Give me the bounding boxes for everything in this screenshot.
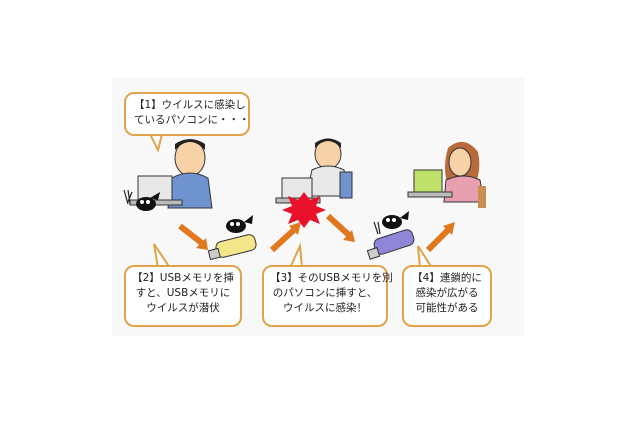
step-2-line-2: すと、USBメモリに xyxy=(135,287,231,299)
virus-bug-icon xyxy=(123,189,160,211)
step-4-line-3: 可能性がある xyxy=(415,302,479,314)
step-2-line-1: 【2】USBメモリを挿 xyxy=(132,272,234,284)
flow-arrow-icon xyxy=(178,223,208,250)
laptop-icon xyxy=(413,169,443,193)
step-1-line-2: ているパソコンに・・・ xyxy=(134,114,250,126)
step-3-line-1: 【3】そのUSBメモリを別 xyxy=(270,272,393,284)
person-2 xyxy=(275,138,353,204)
step-2-bubble: 【2】USBメモリを挿 すと、USBメモリに ウイルスが潜伏 xyxy=(124,265,242,327)
flow-arrow-icon xyxy=(425,222,455,253)
step-3-bubble: 【3】そのUSBメモリを別 のパソコンに挿すと、 ウイルスに感染！ xyxy=(262,265,393,327)
step-3-line-3: ウイルスに感染！ xyxy=(283,302,367,314)
step-3-line-2: のパソコンに挿すと、 xyxy=(272,287,378,299)
step-1-bubble: 【1】ウイルスに感染し ているパソコンに・・・ xyxy=(124,92,250,136)
step-4-line-2: 感染が広がる xyxy=(415,287,479,299)
step-2-line-3: ウイルスが潜伏 xyxy=(146,302,220,314)
usb-drive-icon xyxy=(207,215,257,261)
bubble-1-tail xyxy=(148,133,164,153)
laptop-icon xyxy=(281,177,313,199)
step-4-bubble: 【4】連鎖的に 感染が広がる 可能性がある xyxy=(402,265,492,327)
step-1-line-1: 【1】ウイルスに感染し xyxy=(134,99,246,111)
person-3 xyxy=(407,141,486,208)
alert-burst-icon xyxy=(282,192,326,228)
flow-arrow-icon xyxy=(269,222,301,253)
usb-drive-icon xyxy=(366,211,415,260)
flow-arrow-icon xyxy=(325,213,355,242)
step-4-line-1: 【4】連鎖的に xyxy=(412,272,482,284)
